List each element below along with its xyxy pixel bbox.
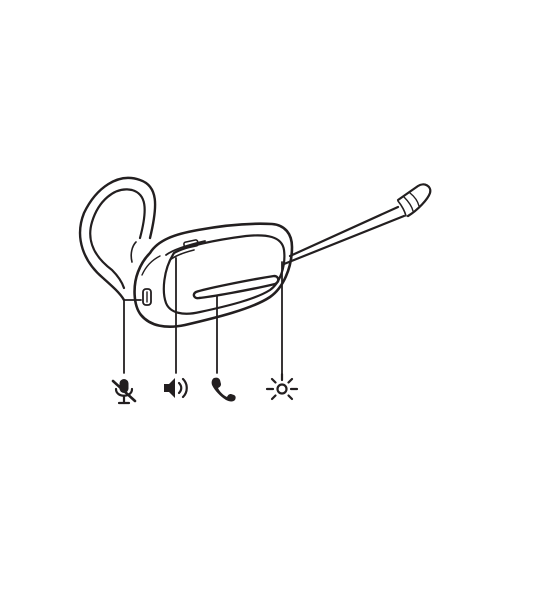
- ear-hook: [78, 176, 157, 302]
- speaker-volume-icon: [164, 377, 188, 399]
- indicator-light-icon: [265, 372, 299, 401]
- leader-lines: [123, 257, 283, 374]
- phone-handset-icon: [211, 377, 236, 402]
- headset-body: [133, 222, 294, 328]
- mute-microphone-icon: [111, 379, 137, 405]
- boom-microphone: [282, 183, 432, 266]
